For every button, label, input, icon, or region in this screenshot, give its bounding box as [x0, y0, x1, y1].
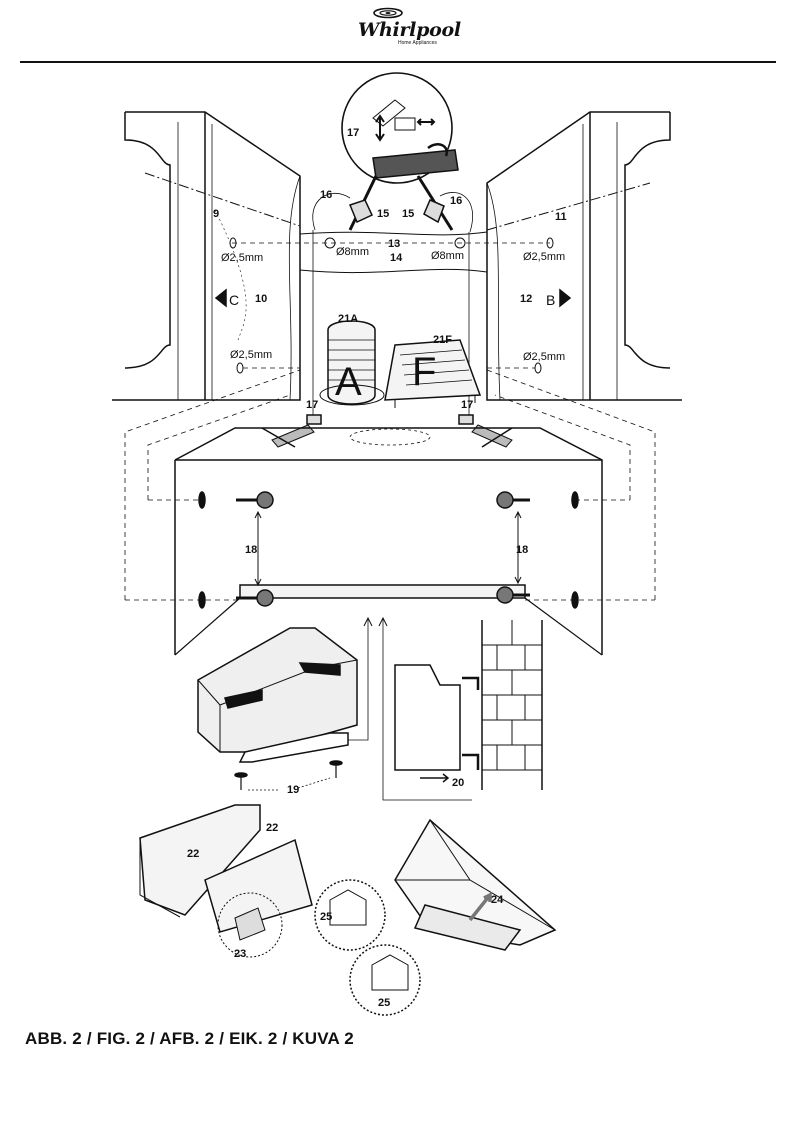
label-21a: 21A [338, 313, 358, 325]
left-cabinet [112, 111, 301, 401]
bracket-detail [341, 72, 459, 184]
diameter-25-left-bottom: Ø2,5mm [230, 349, 272, 361]
label-14: 14 [390, 252, 403, 264]
figure-caption: ABB. 2 / FIG. 2 / AFB. 2 / EIK. 2 / KUVA… [25, 1029, 354, 1048]
label-25-bottom: 25 [378, 997, 390, 1009]
label-15-left: 15 [377, 208, 389, 220]
installation-diagram: 9 10 11 12 13 14 15 15 16 16 17 17 17 18… [112, 72, 682, 1016]
label-16-right: 16 [450, 195, 462, 207]
logo-brand: Whirlpool [358, 19, 461, 41]
dashed-wall-outline [124, 369, 656, 601]
label-19: 19 [287, 784, 299, 796]
label-10: 10 [255, 293, 267, 305]
label-18-left: 18 [245, 544, 257, 556]
label-9: 9 [213, 208, 219, 220]
label-13: 13 [388, 238, 400, 250]
logo-swirl-icon [373, 7, 403, 19]
side-label-b: B [546, 292, 555, 308]
filter-holder-detail [139, 804, 313, 958]
label-25-top: 25 [320, 911, 332, 923]
hood-underside-detail [314, 818, 557, 1016]
label-21f: 21F [433, 334, 452, 346]
label-20: 20 [452, 777, 464, 789]
fixing-plane [229, 231, 554, 374]
brackets-15 [349, 199, 445, 224]
header-rule [20, 61, 776, 63]
screws-16 [312, 175, 474, 233]
diameter-25-right-top: Ø2,5mm [523, 251, 565, 263]
label-22-top: 22 [266, 822, 278, 834]
diameter-25-right-bottom: Ø2,5mm [523, 351, 565, 363]
right-cabinet [486, 111, 682, 401]
diameter-8-left: Ø8mm [336, 246, 369, 258]
logo-tagline: Home Appliances [398, 40, 437, 46]
diameter-8-right: Ø8mm [431, 250, 464, 262]
label-17-detail: 17 [347, 127, 359, 139]
label-22-left: 22 [187, 848, 199, 860]
label-23: 23 [234, 948, 246, 960]
label-12: 12 [520, 293, 532, 305]
letter-f: F [412, 350, 436, 394]
label-16-left: 16 [320, 189, 332, 201]
grid-21f [384, 339, 482, 408]
reduction-flange-21a [319, 320, 385, 406]
wall-bracket-detail [394, 620, 543, 790]
hood-box-detail [197, 627, 358, 791]
label-18-right: 18 [516, 544, 528, 556]
label-17-right: 17 [461, 399, 473, 411]
label-17-left: 17 [306, 399, 318, 411]
side-label-c: C [229, 292, 239, 308]
diameter-25-left-top: Ø2,5mm [221, 252, 263, 264]
hood-body [174, 427, 603, 656]
letter-a: A [335, 360, 362, 404]
label-11: 11 [555, 211, 567, 223]
label-15-right: 15 [402, 208, 414, 220]
screws-18 [198, 491, 579, 609]
label-24: 24 [491, 894, 504, 906]
whirlpool-logo: Whirlpool Home Appliances [340, 6, 461, 50]
